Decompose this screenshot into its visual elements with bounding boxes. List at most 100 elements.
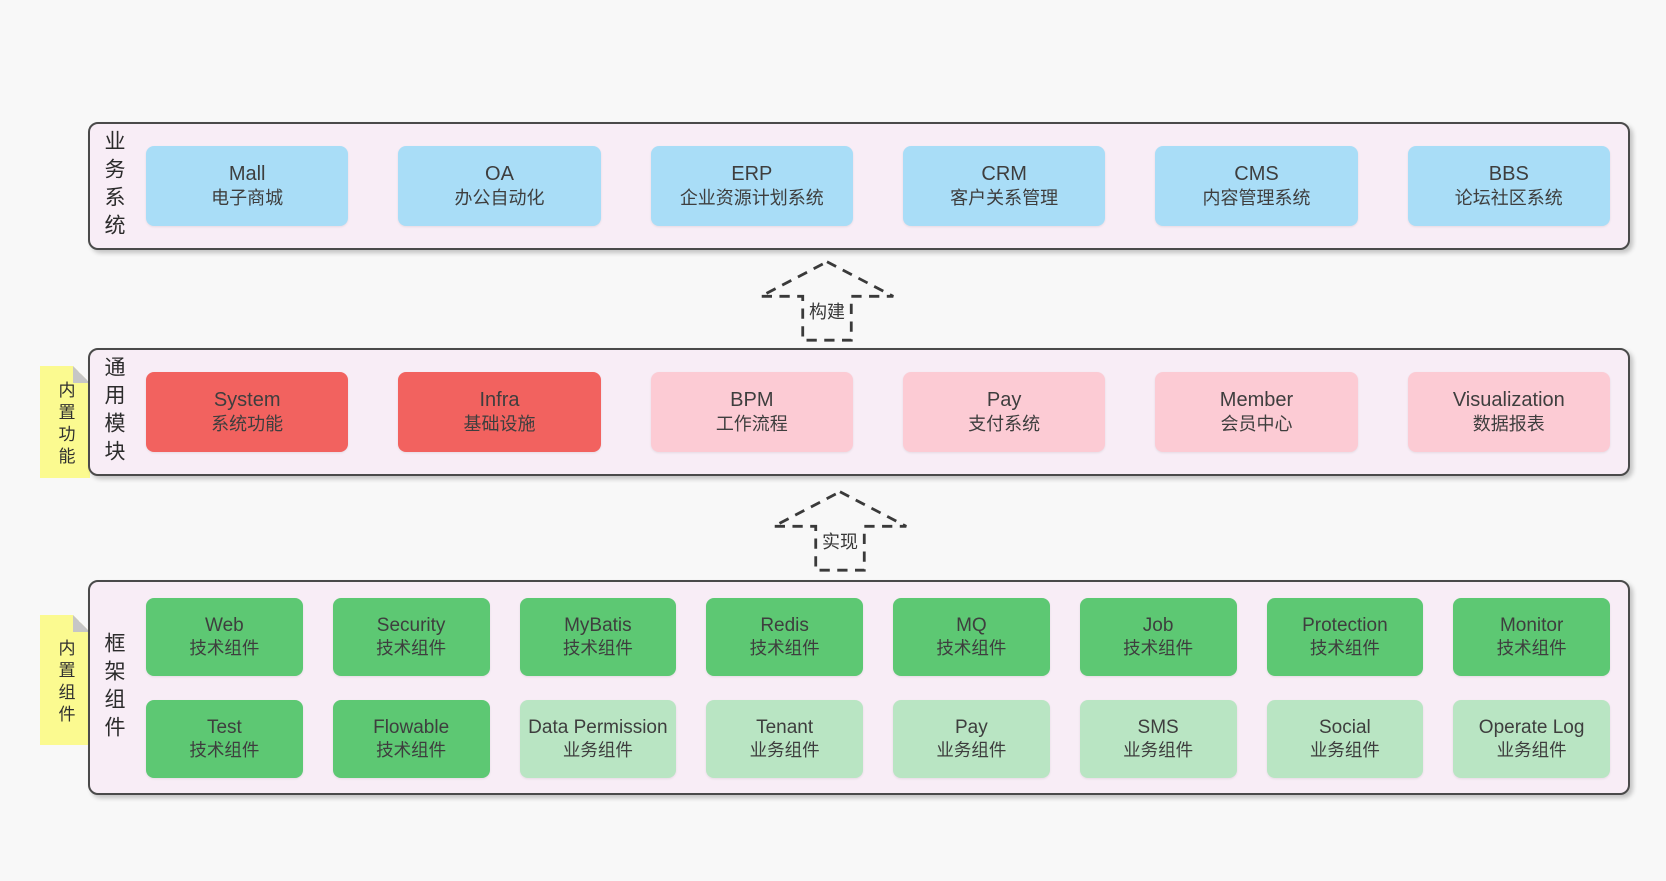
- build-arrow: 构建: [757, 256, 897, 346]
- box-title-en: Operate Log: [1478, 716, 1585, 738]
- component-rows: Web 技术组件 Security 技术组件 MyBatis 技术组件 Redi…: [124, 597, 1628, 778]
- box-tenant: Tenant 业务组件: [706, 699, 863, 778]
- box-subtitle-zh: 技术组件: [189, 739, 260, 760]
- business-box-row: Mall 电子商城 OA 办公自动化 ERP 企业资源计划系统 CRM 客户关系…: [124, 146, 1628, 226]
- box-title-en: Security: [376, 614, 446, 636]
- box-title-en: Social: [1319, 716, 1371, 738]
- box-title-en: System: [213, 389, 281, 412]
- box-member: Member 会员中心: [1155, 372, 1358, 452]
- box-title-en: Monitor: [1499, 614, 1564, 636]
- box-subtitle-zh: 业务组件: [749, 739, 820, 760]
- band-label-business-systems: 业务系统: [102, 130, 125, 242]
- box-subtitle-zh: 技术组件: [376, 739, 447, 760]
- band-label-common-modules: 通用模块: [102, 356, 125, 468]
- box-subtitle-zh: 论坛社区系统: [1454, 188, 1563, 209]
- band-business-systems: 业务系统 Mall 电子商城 OA 办公自动化 ERP 企业资源计划系统 CRM…: [88, 122, 1630, 250]
- box-infra: Infra 基础设施: [398, 372, 601, 452]
- box-oa: OA 办公自动化: [398, 146, 601, 226]
- box-sms: SMS 业务组件: [1079, 699, 1237, 778]
- box-mall: Mall 电子商城: [146, 146, 349, 226]
- component-row-1: Web 技术组件 Security 技术组件 MyBatis 技术组件 Redi…: [146, 597, 1610, 676]
- box-subtitle-zh: 技术组件: [189, 637, 260, 658]
- box-subtitle-zh: 会员中心: [1220, 414, 1293, 435]
- box-title-en: CRM: [981, 163, 1027, 186]
- box-title-en: Pay: [955, 716, 988, 738]
- box-title-en: Tenant: [756, 716, 814, 738]
- box-mq: MQ 技术组件: [893, 597, 1050, 676]
- band-label-framework-components: 框架组件: [102, 631, 125, 744]
- box-subtitle-zh: 技术组件: [1496, 637, 1567, 658]
- box-title-en: Infra: [479, 389, 520, 412]
- box-title-en: CMS: [1234, 163, 1279, 186]
- build-arrow-label: 构建: [806, 298, 848, 324]
- box-subtitle-zh: 工作流程: [715, 414, 788, 435]
- box-subtitle-zh: 技术组件: [376, 637, 447, 658]
- box-subtitle-zh: 技术组件: [936, 637, 1007, 658]
- module-box-row: System 系统功能 Infra 基础设施 BPM 工作流程 Pay 支付系统…: [124, 372, 1628, 452]
- box-title-en: Protection: [1302, 614, 1388, 636]
- box-title-en: SMS: [1137, 716, 1179, 738]
- box-title-en: Redis: [760, 614, 809, 636]
- box-social: Social 业务组件: [1266, 699, 1424, 778]
- box-subtitle-zh: 客户关系管理: [950, 188, 1059, 209]
- note-text: 内置组件: [55, 639, 75, 727]
- box-subtitle-zh: 技术组件: [1309, 637, 1380, 658]
- box-subtitle-zh: 业务组件: [1123, 739, 1194, 760]
- implement-arrow: 实现: [770, 486, 910, 576]
- box-erp: ERP 企业资源计划系统: [650, 146, 853, 226]
- box-security: Security 技术组件: [332, 597, 490, 676]
- box-subtitle-zh: 电子商城: [211, 188, 284, 209]
- box-flowable: Flowable 技术组件: [332, 699, 490, 778]
- box-subtitle-zh: 业务组件: [562, 739, 633, 760]
- sticky-note-built-in-components: 内置组件: [40, 615, 90, 745]
- band-framework-components: 框架组件 Web 技术组件 Security 技术组件 MyBatis 技术组件…: [88, 580, 1630, 795]
- box-title-en: Mall: [228, 163, 266, 186]
- box-subtitle-zh: 技术组件: [562, 637, 633, 658]
- box-system: System 系统功能: [146, 372, 349, 452]
- sticky-note-built-in-features: 内置功能: [40, 366, 90, 478]
- box-title-en: MyBatis: [564, 614, 632, 636]
- box-cms: CMS 内容管理系统: [1155, 146, 1358, 226]
- box-title-en: OA: [485, 163, 514, 186]
- box-subtitle-zh: 系统功能: [211, 414, 284, 435]
- box-bbs: BBS 论坛社区系统: [1407, 146, 1610, 226]
- box-mybatis: MyBatis 技术组件: [519, 597, 677, 676]
- box-title-en: BBS: [1488, 163, 1529, 186]
- box-subtitle-zh: 内容管理系统: [1202, 188, 1311, 209]
- note-text: 内置功能: [55, 381, 75, 469]
- box-title-en: Flowable: [373, 716, 450, 738]
- box-title-en: Pay: [986, 389, 1022, 412]
- band-common-modules: 通用模块 System 系统功能 Infra 基础设施 BPM 工作流程 Pay…: [88, 348, 1630, 476]
- up-block-arrow-icon: [773, 490, 907, 572]
- box-bpm: BPM 工作流程: [650, 372, 853, 452]
- box-pay-module: Pay 支付系统: [902, 372, 1106, 452]
- box-title-en: Test: [206, 716, 242, 738]
- up-block-arrow-icon: [760, 260, 894, 342]
- box-job: Job 技术组件: [1079, 597, 1237, 676]
- box-title-en: Visualization: [1452, 389, 1565, 412]
- box-operate-log: Operate Log 业务组件: [1453, 699, 1610, 778]
- box-title-en: Data Permission: [528, 716, 668, 738]
- box-title-en: Member: [1219, 389, 1294, 412]
- box-subtitle-zh: 企业资源计划系统: [679, 188, 824, 209]
- box-subtitle-zh: 数据报表: [1472, 414, 1545, 435]
- box-pay-component: Pay 业务组件: [893, 699, 1050, 778]
- box-subtitle-zh: 技术组件: [1123, 637, 1194, 658]
- box-subtitle-zh: 业务组件: [936, 739, 1007, 760]
- box-subtitle-zh: 业务组件: [1496, 739, 1567, 760]
- box-subtitle-zh: 技术组件: [749, 637, 820, 658]
- box-web: Web 技术组件: [146, 597, 303, 676]
- box-subtitle-zh: 基础设施: [463, 414, 536, 435]
- box-crm: CRM 客户关系管理: [902, 146, 1106, 226]
- box-visualization: Visualization 数据报表: [1407, 372, 1610, 452]
- implement-arrow-label: 实现: [819, 528, 861, 554]
- box-subtitle-zh: 支付系统: [968, 414, 1041, 435]
- box-monitor: Monitor 技术组件: [1453, 597, 1610, 676]
- box-subtitle-zh: 业务组件: [1309, 739, 1380, 760]
- box-title-en: Web: [205, 614, 244, 636]
- box-title-en: MQ: [956, 614, 987, 636]
- box-test: Test 技术组件: [146, 699, 303, 778]
- component-row-2: Test 技术组件 Flowable 技术组件 Data Permission …: [146, 699, 1610, 778]
- box-title-en: BPM: [730, 389, 774, 412]
